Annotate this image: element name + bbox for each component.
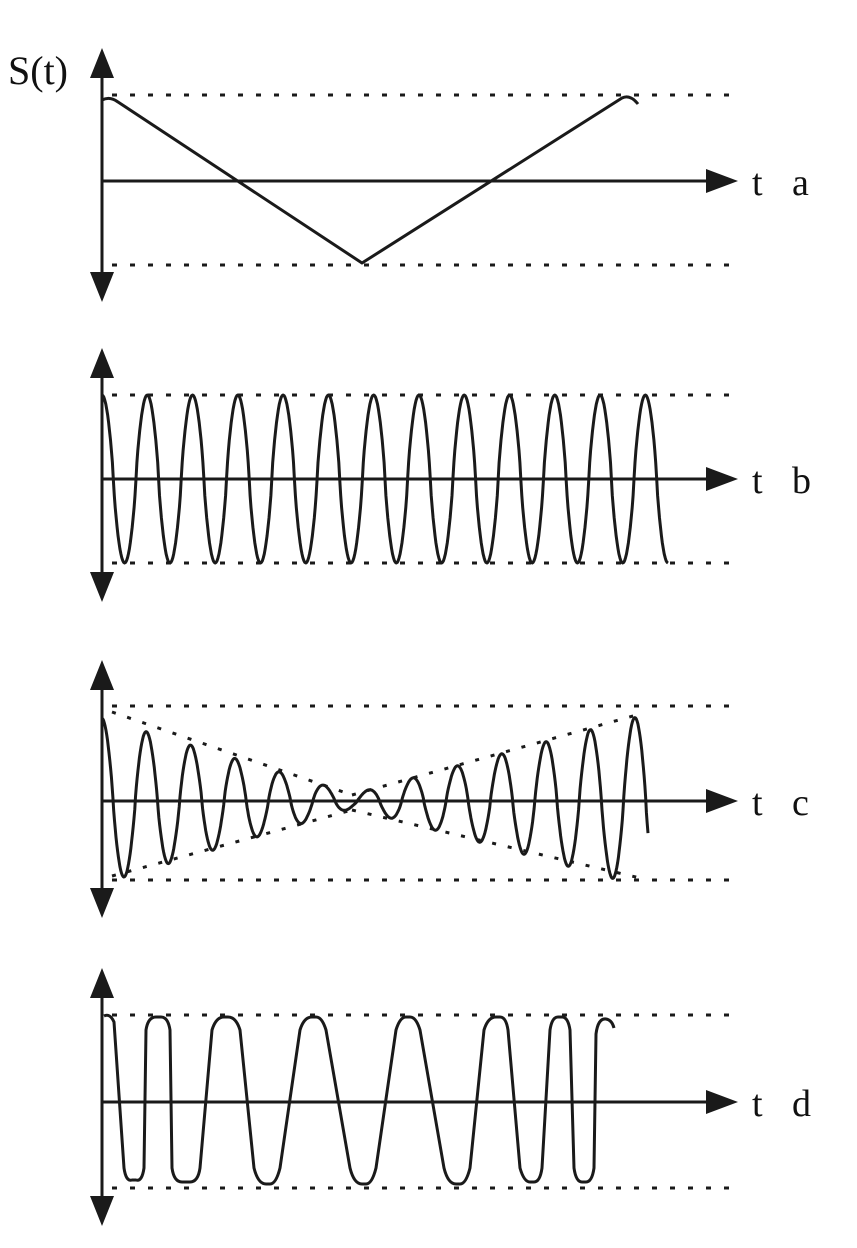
y-axis-arrow-down — [90, 1196, 114, 1226]
signal-curve — [101, 393, 669, 565]
y-axis-label: S(t) — [8, 48, 68, 93]
y-axis-arrow-up — [90, 660, 114, 690]
panel-b: t b — [90, 348, 811, 602]
time-axis-arrow — [706, 1090, 738, 1114]
y-axis-arrow-down — [90, 888, 114, 918]
envelope-lower-left — [111, 808, 353, 878]
signal-curve — [101, 716, 650, 880]
time-axis-label: t — [752, 782, 763, 824]
panel-label: d — [792, 1083, 811, 1125]
y-axis-arrow-down — [90, 572, 114, 602]
time-axis-arrow — [706, 467, 738, 491]
time-axis-label: t — [752, 460, 763, 502]
envelope-upper-right — [351, 712, 641, 797]
panel-label: c — [792, 782, 809, 824]
time-axis-label: t — [752, 162, 763, 204]
panel-label: b — [792, 460, 811, 502]
signal-curve — [101, 95, 640, 265]
envelope-upper-left — [111, 710, 353, 797]
panel-c: t c — [90, 660, 809, 918]
y-axis-arrow-down — [90, 272, 114, 302]
panel-d: t d — [90, 968, 811, 1226]
y-axis-arrow-up — [90, 968, 114, 998]
signal-curve — [103, 1013, 616, 1186]
y-axis-arrow-up — [90, 348, 114, 378]
time-axis-arrow — [706, 789, 738, 813]
panel-label: a — [792, 162, 809, 204]
panel-a: S(t) t a — [8, 48, 809, 302]
y-axis-arrow-up — [90, 48, 114, 78]
time-axis-label: t — [752, 1083, 763, 1125]
time-axis-arrow — [706, 169, 738, 193]
envelope-lower-right — [351, 808, 641, 880]
